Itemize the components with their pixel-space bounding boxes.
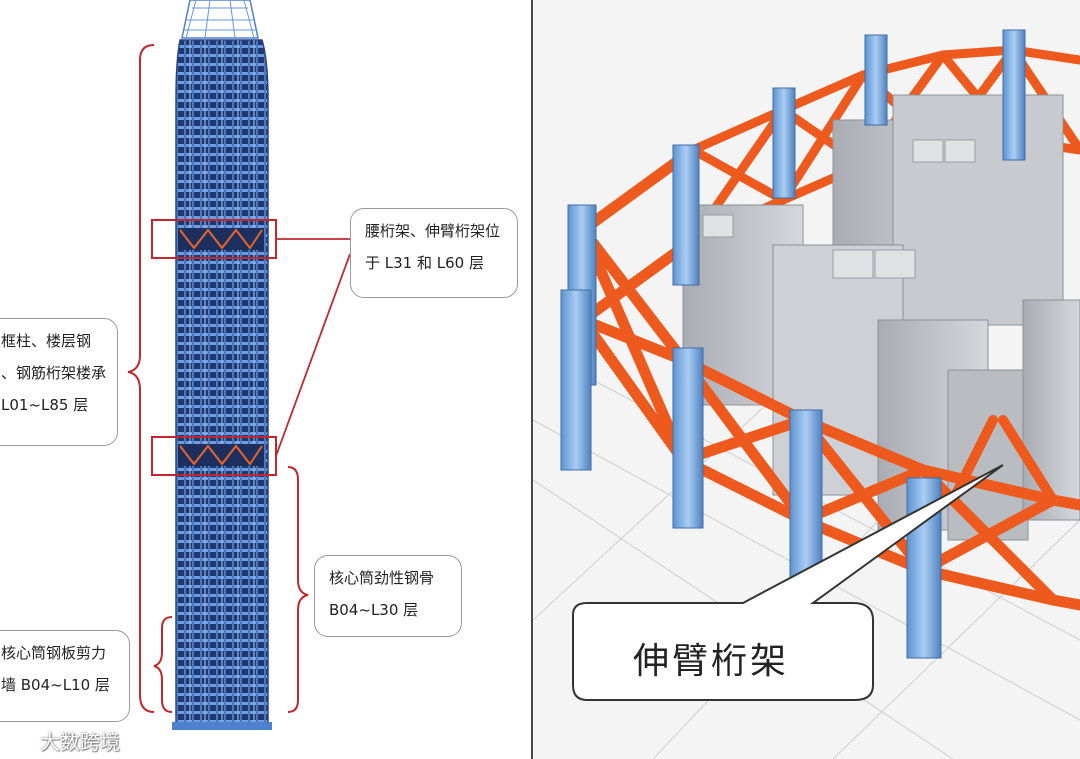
left-brace-frame	[128, 45, 154, 712]
callout-shear-line2: 墙 B04~L10 层	[1, 669, 115, 701]
tower-crown	[182, 0, 258, 38]
callout-shear-line1: 核心筒钢板剪力	[1, 637, 115, 669]
callout-frame-line2: 、钢筋桁架楼承	[1, 357, 103, 389]
callout-frame-columns: 框柱、楼层钢 、钢筋桁架楼承 L01~L85 层	[0, 318, 118, 446]
left-brace-shear-wall	[154, 617, 172, 712]
right-brace-core	[288, 467, 308, 712]
callout-frame-line3: L01~L85 层	[1, 389, 103, 421]
watermark-icon	[8, 726, 34, 748]
callout-core-steel: 核心筒劲性钢骨 B04~L30 层	[314, 555, 462, 637]
tower-elevation-panel: 腰桁架、伸臂桁架位 于 L31 和 L60 层 框柱、楼层钢 、钢筋桁架楼承 L…	[0, 0, 531, 759]
outrigger-3d-drawing	[533, 0, 1080, 759]
callout-core-line2: B04~L30 层	[329, 594, 447, 626]
callout-frame-line1: 框柱、楼层钢	[1, 325, 103, 357]
outrigger-truss-label: 伸臂桁架	[633, 632, 789, 684]
callout-shear-wall: 核心筒钢板剪力 墙 B04~L10 层	[0, 630, 130, 722]
watermark-text: 大数跨境	[40, 726, 120, 755]
callout-truss-position: 腰桁架、伸臂桁架位 于 L31 和 L60 层	[350, 208, 518, 298]
lower-leader-line	[276, 254, 350, 456]
tower-base	[172, 722, 272, 730]
callout-truss-line2: 于 L31 和 L60 层	[365, 247, 503, 279]
outrigger-render-panel: 伸臂桁架	[533, 0, 1080, 759]
upper-truss-belt	[178, 228, 264, 250]
callout-truss-line1: 腰桁架、伸臂桁架位	[365, 215, 503, 247]
lower-truss-belt	[178, 444, 264, 466]
callout-core-line1: 核心筒劲性钢骨	[329, 562, 447, 594]
